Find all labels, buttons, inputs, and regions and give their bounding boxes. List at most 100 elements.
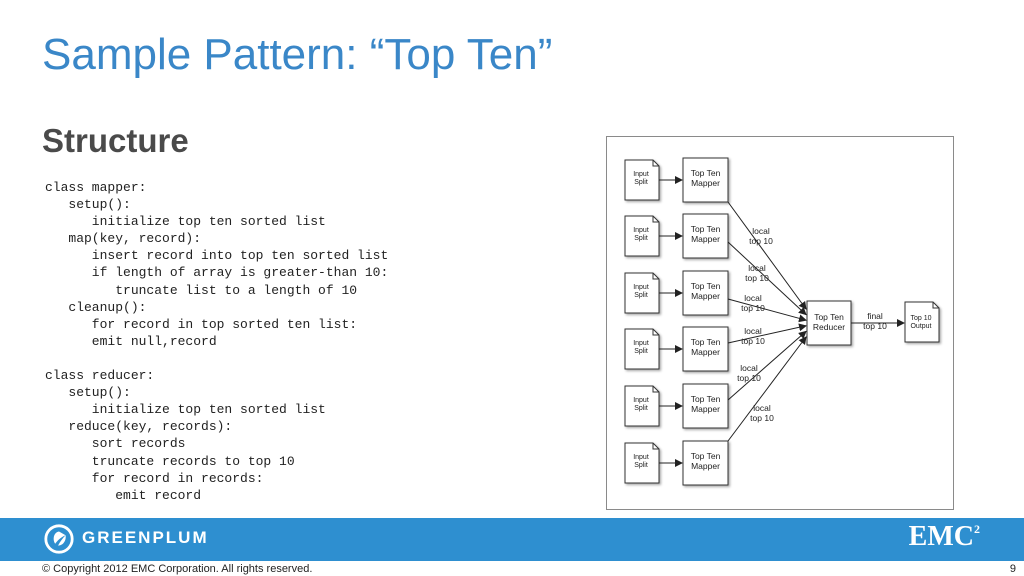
input-split-label-6-line: Split bbox=[634, 462, 648, 469]
input-split-label-4-line: Input bbox=[633, 340, 649, 347]
top-ten-mapper-1 bbox=[682, 157, 729, 203]
final-top10-label-line: final bbox=[867, 311, 883, 321]
top-ten-mapper-5 bbox=[682, 383, 729, 429]
code-line: setup(): bbox=[45, 385, 131, 401]
greenplum-logo-icon bbox=[44, 524, 74, 554]
code-line: emit null,record bbox=[45, 333, 217, 349]
input-split-label-3-line: Split bbox=[634, 292, 648, 299]
pseudocode-block: class mapper: setup(): initialize top te… bbox=[45, 179, 388, 504]
local-top10-label-2-line: top 10 bbox=[745, 273, 769, 283]
mapper-label-1-line: Top Ten bbox=[691, 168, 721, 178]
local-top10-label-6-line: local bbox=[753, 403, 771, 413]
input-split-6 bbox=[624, 442, 660, 484]
input-split-4-fold bbox=[652, 329, 659, 336]
arrow-mapper-to-reducer bbox=[727, 330, 807, 401]
top-ten-reducer bbox=[806, 300, 852, 346]
local-top10-label-3-line: top 10 bbox=[741, 303, 765, 313]
local-top10-label-5-line: top 10 bbox=[737, 373, 761, 383]
slide-subtitle: Structure bbox=[42, 122, 189, 159]
top-10-output bbox=[904, 301, 940, 343]
top-ten-mapper-6 bbox=[682, 440, 729, 486]
mapper-label-2-line: Top Ten bbox=[691, 224, 721, 234]
local-top10-label-3-line: local bbox=[744, 293, 762, 303]
input-split-4 bbox=[624, 328, 660, 370]
code-line: initialize top ten sorted list bbox=[45, 402, 326, 418]
input-split-5-fold bbox=[652, 386, 659, 393]
local-top10-label-2-line: local bbox=[748, 263, 766, 273]
code-line: truncate records to top 10 bbox=[45, 453, 295, 469]
local-top10-label-4-line: top 10 bbox=[741, 336, 765, 346]
input-split-3-fold bbox=[652, 273, 659, 280]
input-split-1 bbox=[624, 159, 660, 201]
mapper-label-1-line: Mapper bbox=[691, 178, 720, 188]
code-line: class mapper: bbox=[45, 180, 147, 195]
input-split-label-4-line: Split bbox=[634, 348, 648, 355]
emc-logo: EMC2 bbox=[909, 521, 980, 553]
local-top10-label-5-line: local bbox=[740, 363, 758, 373]
code-line: emit record bbox=[45, 487, 202, 503]
input-split-label-5-line: Split bbox=[634, 405, 648, 412]
top-ten-mapper-4 bbox=[682, 326, 729, 372]
top-10-output-fold bbox=[932, 302, 939, 309]
code-line: setup(): bbox=[45, 197, 131, 213]
page-number: 9 bbox=[1009, 563, 1016, 575]
input-split-6-fold bbox=[652, 443, 659, 450]
arrow-mapper-to-reducer bbox=[727, 201, 807, 310]
code-line: truncate list to a length of 10 bbox=[45, 282, 358, 298]
mapper-label-5-line: Mapper bbox=[691, 404, 720, 414]
mapper-label-6-line: Mapper bbox=[691, 461, 720, 471]
mapper-label-3-line: Mapper bbox=[691, 291, 720, 301]
code-line: map(key, record): bbox=[45, 231, 202, 247]
copyright-notice: © Copyright 2012 EMC Corporation. All ri… bbox=[42, 563, 313, 575]
output-label-line: Output bbox=[910, 323, 931, 330]
mapper-label-4-line: Top Ten bbox=[691, 337, 721, 347]
greenplum-wordmark: GREENPLUM bbox=[82, 528, 209, 547]
arrow-mapper-to-reducer bbox=[727, 241, 807, 316]
mapper-label-6-line: Top Ten bbox=[691, 451, 721, 461]
input-split-label-2-line: Split bbox=[634, 235, 648, 242]
input-split-label-5-line: Input bbox=[633, 397, 649, 404]
footer-bar: GREENPLUM EMC2 bbox=[0, 518, 1024, 561]
code-line: reduce(key, records): bbox=[45, 419, 233, 435]
arrow-mapper-to-reducer bbox=[727, 323, 807, 344]
input-split-1-fold bbox=[652, 160, 659, 167]
output-label-line: Top 10 bbox=[910, 315, 931, 322]
code-line: initialize top ten sorted list bbox=[45, 214, 326, 230]
input-split-label-2-line: Input bbox=[633, 227, 649, 234]
mapper-label-5-line: Top Ten bbox=[691, 394, 721, 404]
input-split-2 bbox=[624, 215, 660, 257]
input-split-5 bbox=[624, 385, 660, 427]
local-top10-label-1-line: top 10 bbox=[749, 236, 773, 246]
input-split-label-1-line: Split bbox=[634, 179, 648, 186]
reducer-label-line: Top Ten bbox=[814, 312, 844, 322]
slide-title: Sample Pattern: “Top Ten” bbox=[42, 30, 553, 79]
top-ten-mapper-3 bbox=[682, 270, 729, 316]
input-split-2-fold bbox=[652, 216, 659, 223]
mapper-label-2-line: Mapper bbox=[691, 234, 720, 244]
final-top10-label-line: top 10 bbox=[863, 321, 887, 331]
code-line: insert record into top ten sorted list bbox=[45, 248, 389, 264]
code-line: for record in top sorted ten list: bbox=[45, 316, 358, 332]
reducer-label-line: Reducer bbox=[813, 322, 845, 332]
emc-logo-text: EMC bbox=[908, 521, 974, 552]
code-line: for record in records: bbox=[45, 470, 264, 486]
